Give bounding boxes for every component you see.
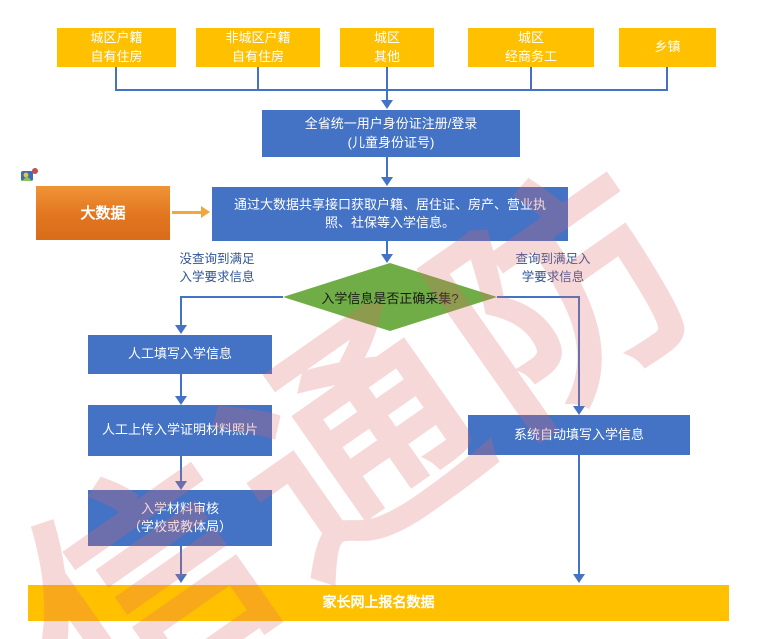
node-manual-upload: 人工上传入学证明材料照片 xyxy=(88,405,272,456)
connector-line xyxy=(115,89,668,91)
branch-label-found: 查询到满足入 学要求信息 xyxy=(515,252,591,285)
node-unified-id-login: 全省统一用户身份证注册/登录 (儿童身份证号) xyxy=(262,110,520,157)
node-urban-other: 城区 其他 xyxy=(340,28,434,67)
connector-line xyxy=(181,296,283,298)
arrowhead xyxy=(175,481,187,490)
node-big-data: 大数据 xyxy=(36,186,170,240)
node-bigdata-fetch-info: 通过大数据共享接口获取户籍、居住证、房产、营业执照、社保等入学信息。 xyxy=(212,187,568,241)
orange-connector-line xyxy=(172,211,202,214)
connector-line xyxy=(180,296,182,325)
node-urban-hukou-own-housing: 城区户籍 自有住房 xyxy=(57,28,176,67)
node-material-review: 入学材料审核 （学校或教体局） xyxy=(88,490,272,546)
arrowhead xyxy=(381,100,393,109)
arrowhead xyxy=(573,574,585,583)
connector-line xyxy=(666,67,668,90)
connector-line xyxy=(180,456,182,481)
connector-line xyxy=(257,67,259,90)
arrowhead xyxy=(381,254,393,263)
branch-label-not-found: 没查询到满足 入学要求信息 xyxy=(179,252,255,285)
arrowhead xyxy=(381,177,393,186)
node-urban-business-worker: 城区 经商务工 xyxy=(468,28,594,67)
connector-line xyxy=(530,67,532,90)
node-township: 乡镇 xyxy=(619,28,716,67)
connector-line xyxy=(578,455,580,574)
connector-line xyxy=(386,67,388,100)
node-parent-online-registration-data: 家长网上报名数据 xyxy=(28,585,729,621)
arrowhead xyxy=(175,325,187,334)
orange-arrowhead xyxy=(201,206,210,218)
arrowhead xyxy=(175,574,187,583)
connector-line xyxy=(180,374,182,396)
clipart-icon xyxy=(21,168,38,181)
node-manual-fill: 人工填写入学信息 xyxy=(88,335,272,374)
connector-line xyxy=(497,296,580,298)
connector-line xyxy=(386,241,388,254)
connector-line xyxy=(115,67,117,90)
arrowhead xyxy=(175,396,187,405)
node-auto-fill: 系统自动填写入学信息 xyxy=(468,415,690,455)
connector-line xyxy=(180,546,182,574)
arrowhead xyxy=(573,406,585,415)
connector-line xyxy=(386,157,388,177)
node-decision-info-collected: 入学信息是否正确采集? xyxy=(283,263,497,331)
node-nonurban-hukou-own-housing: 非城区户籍 自有住房 xyxy=(196,28,320,67)
connector-line xyxy=(578,296,580,406)
